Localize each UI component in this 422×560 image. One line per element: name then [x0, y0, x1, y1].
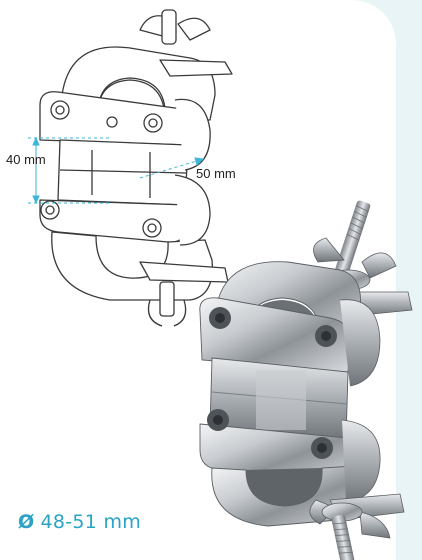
depth-dimension-label: 50 mm [196, 166, 236, 181]
dimension-lines [28, 136, 205, 205]
height-dimension-label: 40 mm [6, 152, 46, 167]
diameter-range: 48-51 mm [40, 511, 142, 533]
card-edge [396, 0, 422, 560]
depth-dimension-line [139, 159, 201, 179]
arrow-down-icon [32, 195, 40, 205]
clamp-photo [199, 200, 413, 560]
clamp-line-drawing [39, 9, 233, 327]
arrow-right-icon [194, 157, 205, 166]
arrow-up-icon [32, 136, 40, 146]
diameter-icon: Ø [18, 511, 35, 533]
